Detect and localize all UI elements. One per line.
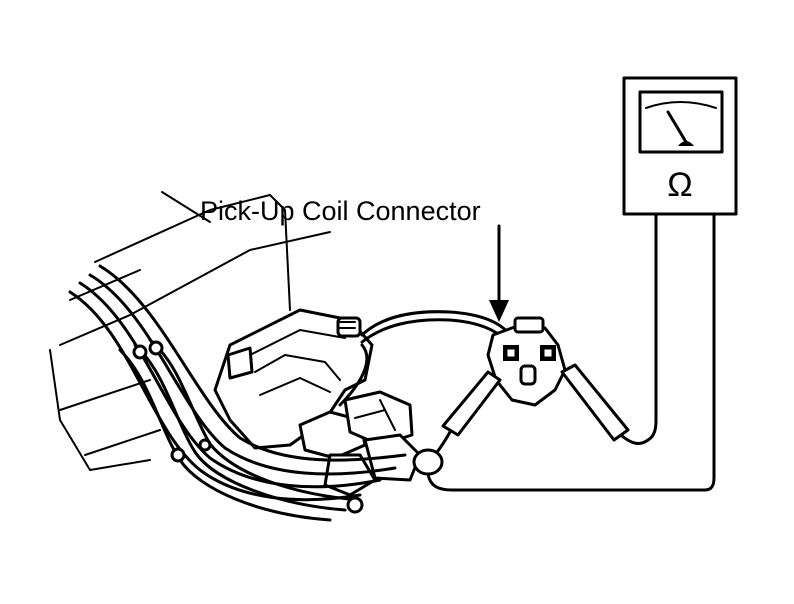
label-pickup-coil-connector: Pick-Up Coil Connector [200, 196, 481, 226]
pickup-coil-harness [338, 310, 512, 407]
distributor-cap-towers [298, 390, 422, 497]
distributor [213, 308, 374, 450]
meter-omega-symbol: Ω [667, 166, 692, 204]
left-test-probe [412, 370, 502, 476]
right-test-probe [560, 363, 650, 445]
ohmmeter: Ω [622, 76, 738, 216]
meter-leads [426, 213, 716, 492]
callout: Pick-Up Coil Connector [161, 191, 509, 322]
pickup-coil-connector [486, 316, 567, 407]
spark-plug-wires [68, 264, 407, 522]
engine-block [49, 194, 331, 471]
